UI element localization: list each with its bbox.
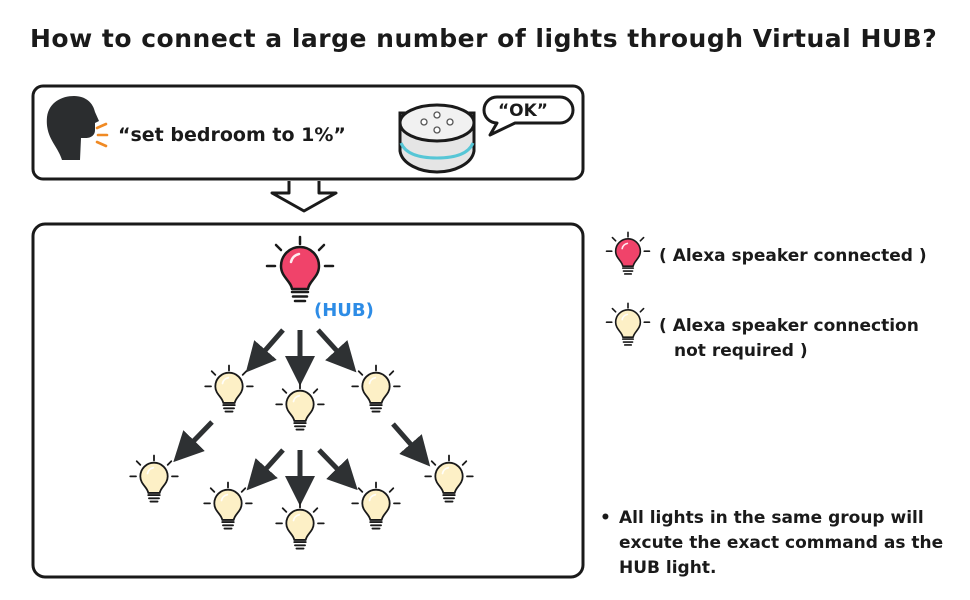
speech-bubble [482,95,575,137]
arrow [391,422,431,467]
legend-group-bulb-icon [605,302,651,346]
legend-hub-bulb-icon [605,231,651,275]
smart-speaker-icon [398,103,476,174]
page-title: How to connect a large number of lights … [30,24,938,53]
legend-connected-label: ( Alexa speaker connected ) [659,246,927,266]
bullet-point: • [600,508,611,528]
legend-not-required-line2: not required ) [674,341,808,361]
down-arrow [270,181,338,213]
hub-label: (HUB) [314,300,374,321]
arrow [246,448,285,491]
speaker-reply-text: “OK” [498,101,548,121]
arrow [316,328,357,373]
arrow [317,448,358,491]
arrow [173,420,214,463]
group-note-text: All lights in the same group will excute… [619,508,944,578]
legend-not-required-label: ( Alexa speaker connection not required … [659,314,919,364]
sound-waves-icon [95,122,109,148]
legend-not-required-line1: ( Alexa speaker connection [659,316,919,336]
person-speaking-icon [46,96,99,160]
arrow [245,328,285,373]
voice-command-text: “set bedroom to 1%” [118,124,346,146]
group-note: • All lights in the same group will excu… [600,506,960,581]
